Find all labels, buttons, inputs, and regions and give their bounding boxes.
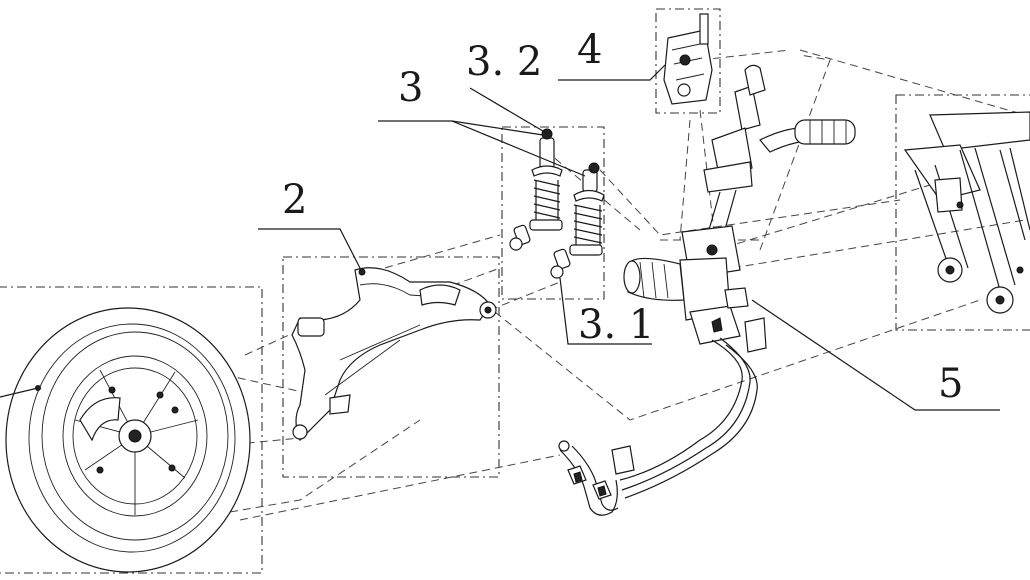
swingarm [291, 267, 497, 442]
swingarm-group-frame [282, 256, 500, 478]
brake-lines [558, 337, 758, 516]
rear-wheel [5, 307, 251, 573]
shock-absorber-left [509, 128, 563, 251]
brake-caliper [663, 13, 713, 105]
assembly-lines [194, 49, 1026, 521]
wheel-group-frame [0, 286, 263, 574]
frame-group-frame [895, 94, 1030, 331]
caliper-group-frame [655, 8, 721, 114]
callout-caliper: 4 [577, 27, 603, 73]
callout-linkage: 5 [938, 361, 964, 407]
shock-group-frame [501, 126, 605, 300]
callout-swingarm: 2 [282, 177, 308, 223]
leader-lines [0, 64, 1000, 411]
handlebar-assembly [681, 64, 856, 279]
shock-absorber-right [550, 162, 605, 279]
callout-shocks: 3 [398, 65, 424, 111]
linkage-unit [623, 257, 767, 353]
callout-shock-lower: 3. 1 [578, 302, 655, 348]
callout-shock-upper: 3. 2 [466, 39, 543, 85]
main-frame [903, 111, 1030, 314]
